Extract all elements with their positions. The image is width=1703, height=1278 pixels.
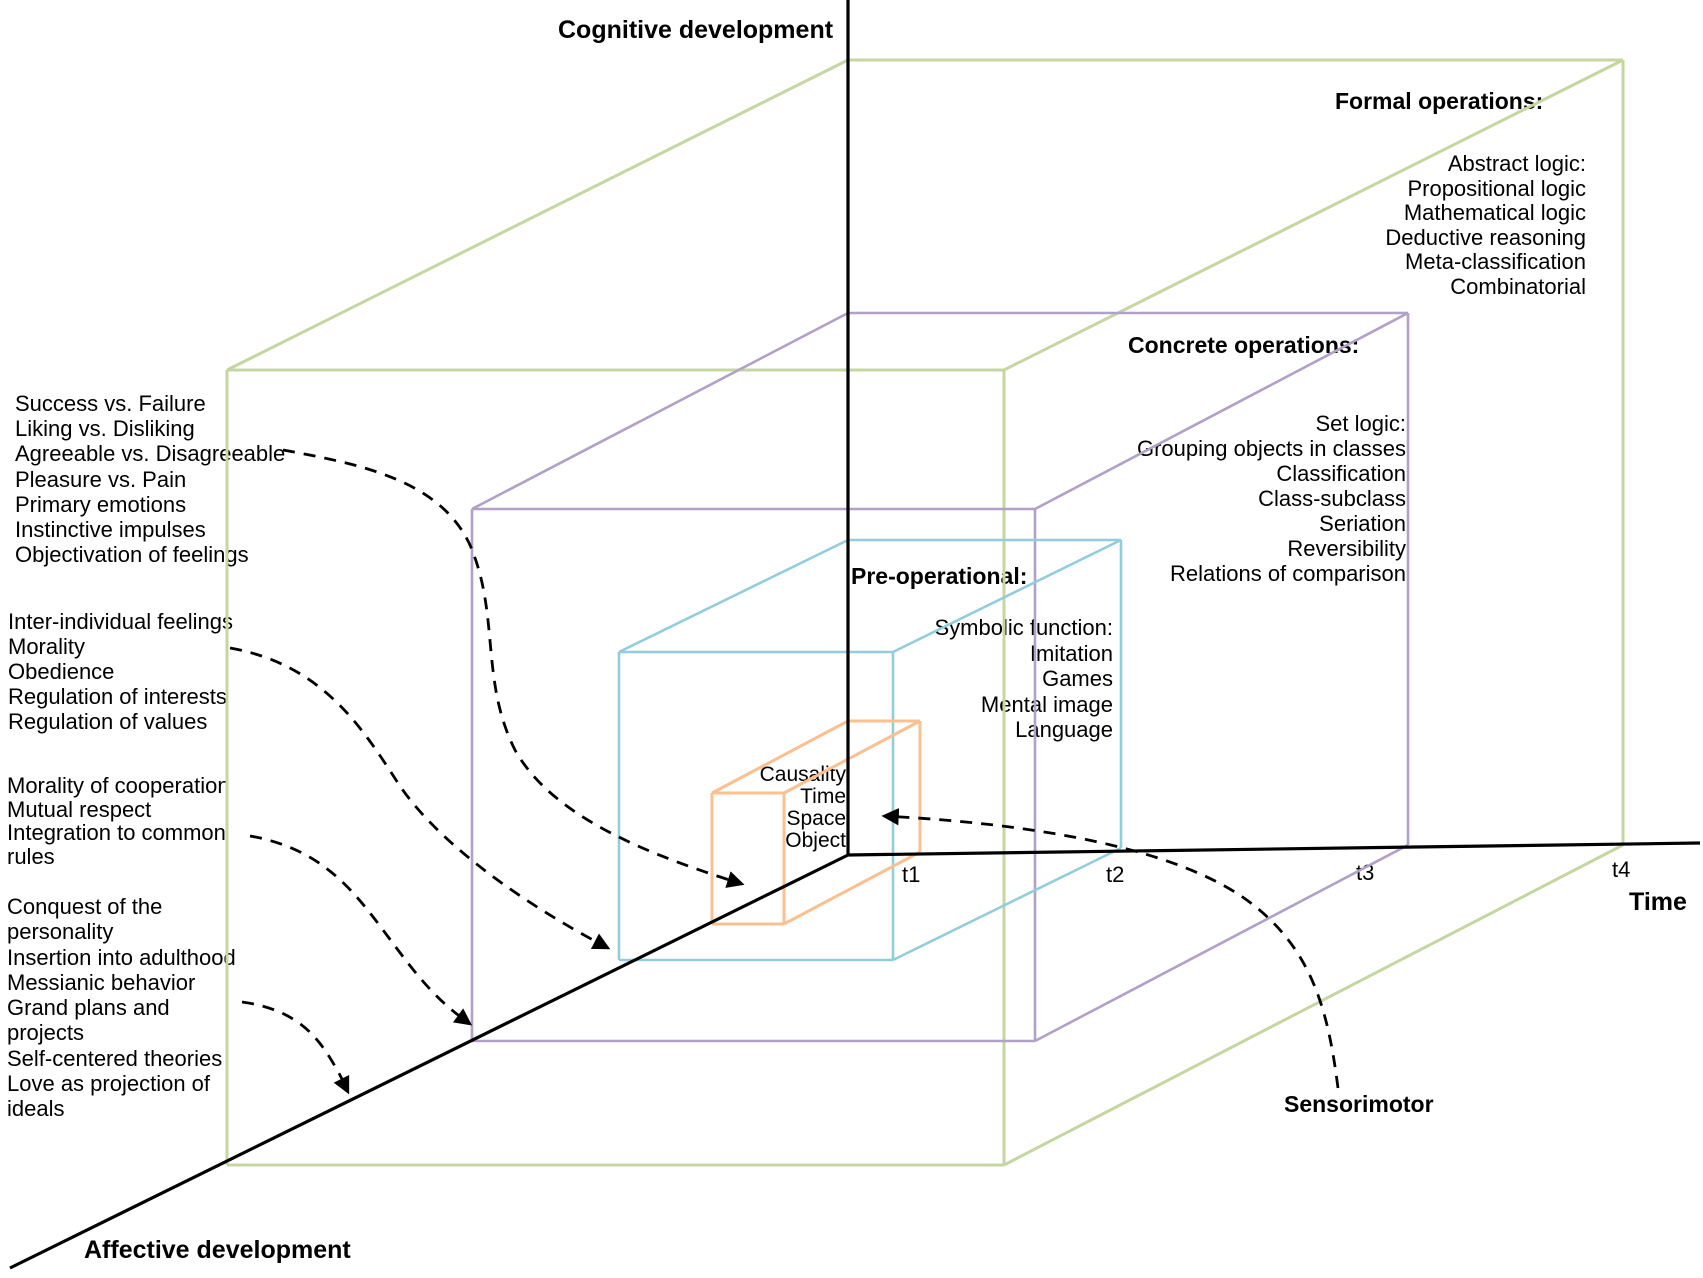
list-item: Relations of comparison <box>1169 561 1406 586</box>
list-item: Object <box>785 829 846 852</box>
list-item: Propositional logic <box>1407 175 1586 201</box>
list-item: Regulation of values <box>8 709 208 734</box>
time-tick-t2: t2 <box>1106 862 1125 887</box>
list-item: Conquest of the <box>7 894 163 919</box>
list-item: Obedience <box>8 659 115 684</box>
list-item: Objectivation of feelings <box>15 542 249 568</box>
concrete-operations-items: Set logic: Grouping objects in classes C… <box>1137 411 1406 586</box>
list-item: Reversibility <box>1287 536 1406 561</box>
list-item: Integration to common <box>7 820 226 845</box>
affective-group-sensorimotor: Success vs. Failure Liking vs. Disliking… <box>15 391 285 567</box>
arrow-group2-to-axis <box>229 646 611 950</box>
list-item: Self-centered theories <box>7 1045 223 1071</box>
list-item: Instinctive impulses <box>15 517 206 543</box>
list-item: Deductive reasoning <box>1385 224 1586 250</box>
formal-operations-label: Formal operations: <box>1335 88 1544 114</box>
list-item: Mental image <box>980 691 1113 717</box>
list-item: Seriation <box>1319 511 1406 536</box>
list-item: projects <box>7 1020 85 1046</box>
list-item: Pleasure vs. Pain <box>15 466 187 492</box>
list-item: Mutual respect <box>7 796 152 822</box>
list-item: Causality <box>759 763 846 786</box>
list-item: Abstract logic: <box>1447 151 1586 176</box>
affective-group-formal: Conquest of the personality Insertion in… <box>7 894 236 1122</box>
cognitive-axis-label: Cognitive development <box>558 16 834 44</box>
sensorimotor-label: Sensorimotor <box>1284 1091 1434 1117</box>
list-item: Time <box>800 785 846 808</box>
preoperational-label: Pre-operational: <box>851 563 1028 589</box>
list-item: Morality <box>8 634 86 659</box>
list-item: Morality of cooperation <box>7 773 230 798</box>
list-item: Messianic behavior <box>7 969 196 995</box>
list-item: Space <box>786 807 846 830</box>
list-item: Imitation <box>1029 640 1113 666</box>
arrow-group1-to-axis <box>282 448 745 888</box>
list-item: Games <box>1042 666 1113 691</box>
affective-axis-label: Affective development <box>84 1236 351 1264</box>
preoperational-items: Symbolic function: Imitation Games Menta… <box>934 615 1113 743</box>
list-item: Grand plans and <box>7 995 170 1021</box>
time-tick-t4: t4 <box>1612 857 1631 882</box>
list-item: Class-subclass <box>1258 486 1406 511</box>
affective-group-concrete: Morality of cooperation Mutual respect I… <box>7 774 230 868</box>
list-item: Primary emotions <box>15 491 187 517</box>
list-item: Language <box>1015 717 1113 742</box>
time-tick-t3: t3 <box>1356 860 1375 885</box>
list-item: ideals <box>7 1096 65 1122</box>
list-item: Insertion into adulthood <box>7 944 236 970</box>
list-item: Classification <box>1276 461 1406 486</box>
list-item: Set logic: <box>1315 411 1407 436</box>
time-axis-label: Time <box>1629 888 1687 916</box>
arrow-group3-to-axis <box>249 834 473 1026</box>
list-item: Combinatorial <box>1450 273 1586 299</box>
arrow-sensorimotor-to-box <box>881 808 1340 1089</box>
list-item: Meta-classification <box>1405 249 1586 275</box>
formal-operations-items: Abstract logic: Propositional logic Math… <box>1385 151 1586 300</box>
list-item: rules <box>7 843 55 869</box>
list-item: Success vs. Failure <box>15 391 206 416</box>
list-item: Mathematical logic <box>1403 200 1586 226</box>
list-item: Agreeable vs. Disagreeable <box>15 441 286 467</box>
list-item: Regulation of interests <box>8 684 227 709</box>
preoperational-box <box>617 538 1123 962</box>
sensorimotor-items: Causality Time Space Object <box>760 764 846 852</box>
list-item: Inter-individual feelings <box>8 609 234 634</box>
list-item: personality <box>7 919 114 945</box>
list-item: Symbolic function: <box>934 615 1113 640</box>
time-axis-line <box>847 841 1701 857</box>
affective-group-preoperational: Inter-individual feelings Morality Obedi… <box>8 609 233 734</box>
list-item: Love as projection of <box>7 1071 211 1097</box>
arrow-group4-to-axis <box>241 1000 350 1095</box>
time-tick-t1: t1 <box>902 862 921 887</box>
list-item: Liking vs. Disliking <box>15 416 195 442</box>
concrete-operations-label: Concrete operations: <box>1128 332 1360 358</box>
list-item: Grouping objects in classes <box>1136 436 1406 461</box>
